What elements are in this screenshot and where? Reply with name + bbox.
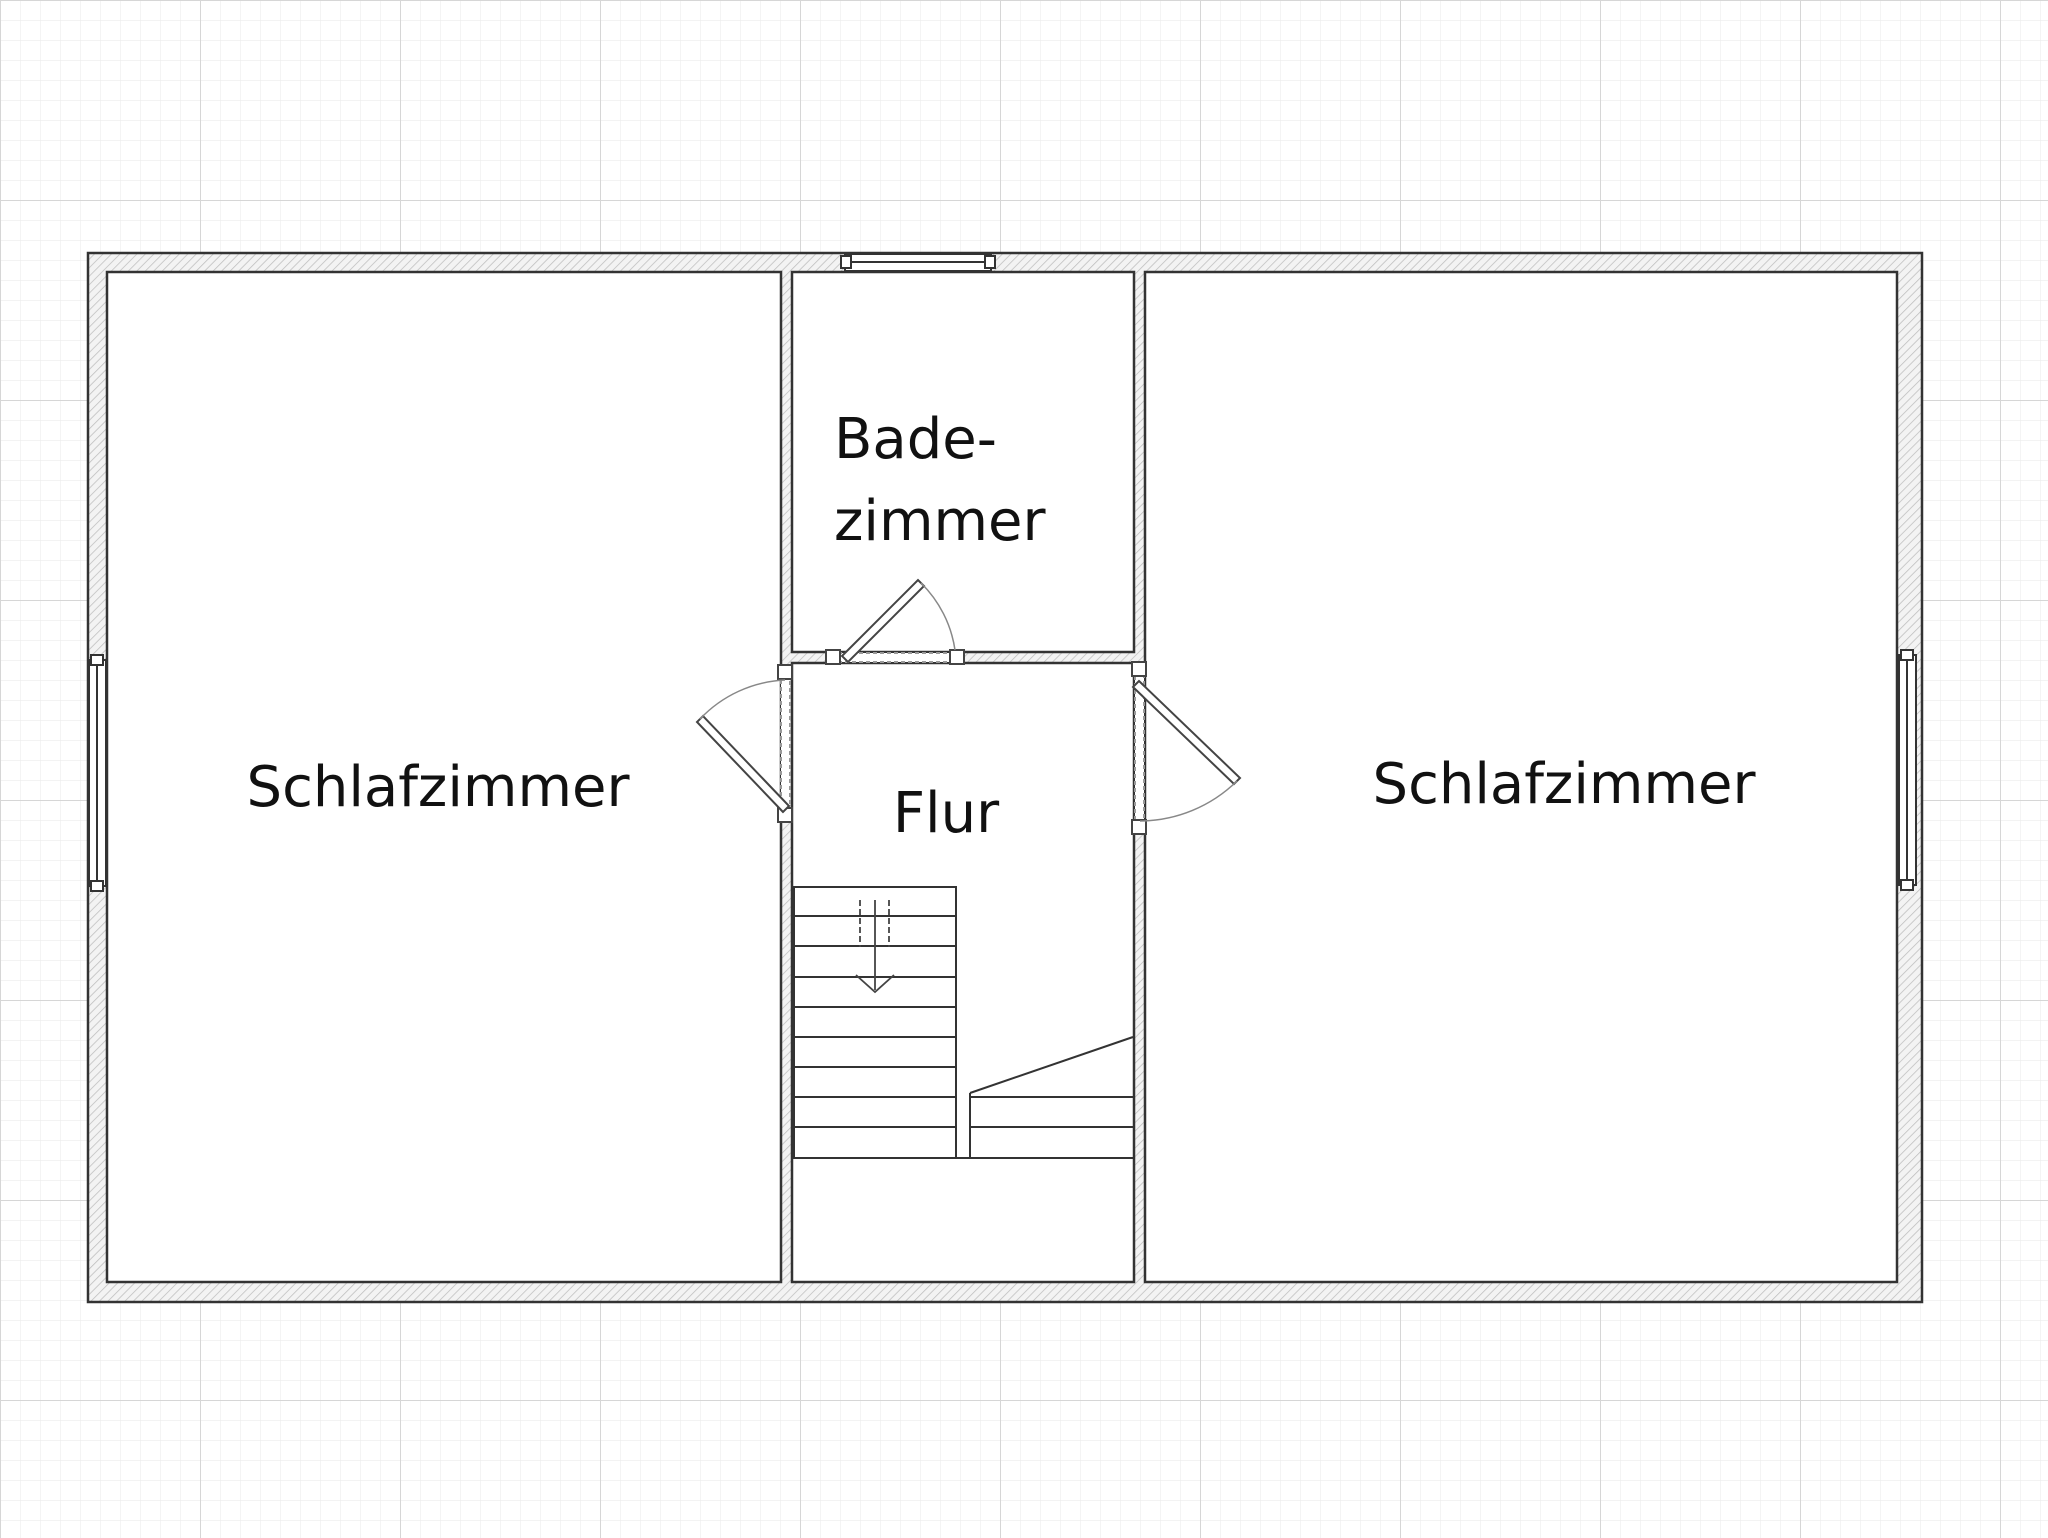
room-labels: Schlafzimmer Bade- zimmer Flur Schlafzim… [247, 407, 1757, 846]
door-bathroom [825, 578, 965, 665]
room-label-hallway: Flur [893, 781, 1000, 846]
window-left-wall [88, 654, 107, 892]
window-top-bathroom [840, 253, 996, 272]
room-bedroom-right-floor [1143, 270, 1899, 1284]
staircase [793, 886, 1134, 1159]
doors [695, 578, 1242, 835]
room-label-bathroom-line2: zimmer [834, 489, 1047, 554]
windows [88, 253, 1917, 892]
door-bedroom-left [695, 664, 793, 823]
door-bedroom-right [1131, 661, 1242, 835]
room-label-bedroom-right: Schlafzimmer [1373, 752, 1757, 817]
room-bedroom-left-floor [105, 270, 783, 1284]
window-right-wall [1898, 649, 1917, 891]
room-label-bedroom-left: Schlafzimmer [247, 755, 631, 820]
stair-direction-arrow-icon [855, 900, 895, 994]
room-bathroom-floor [790, 270, 1136, 654]
room-label-bathroom-line1: Bade- [834, 407, 997, 472]
room-floors [105, 270, 1899, 1284]
